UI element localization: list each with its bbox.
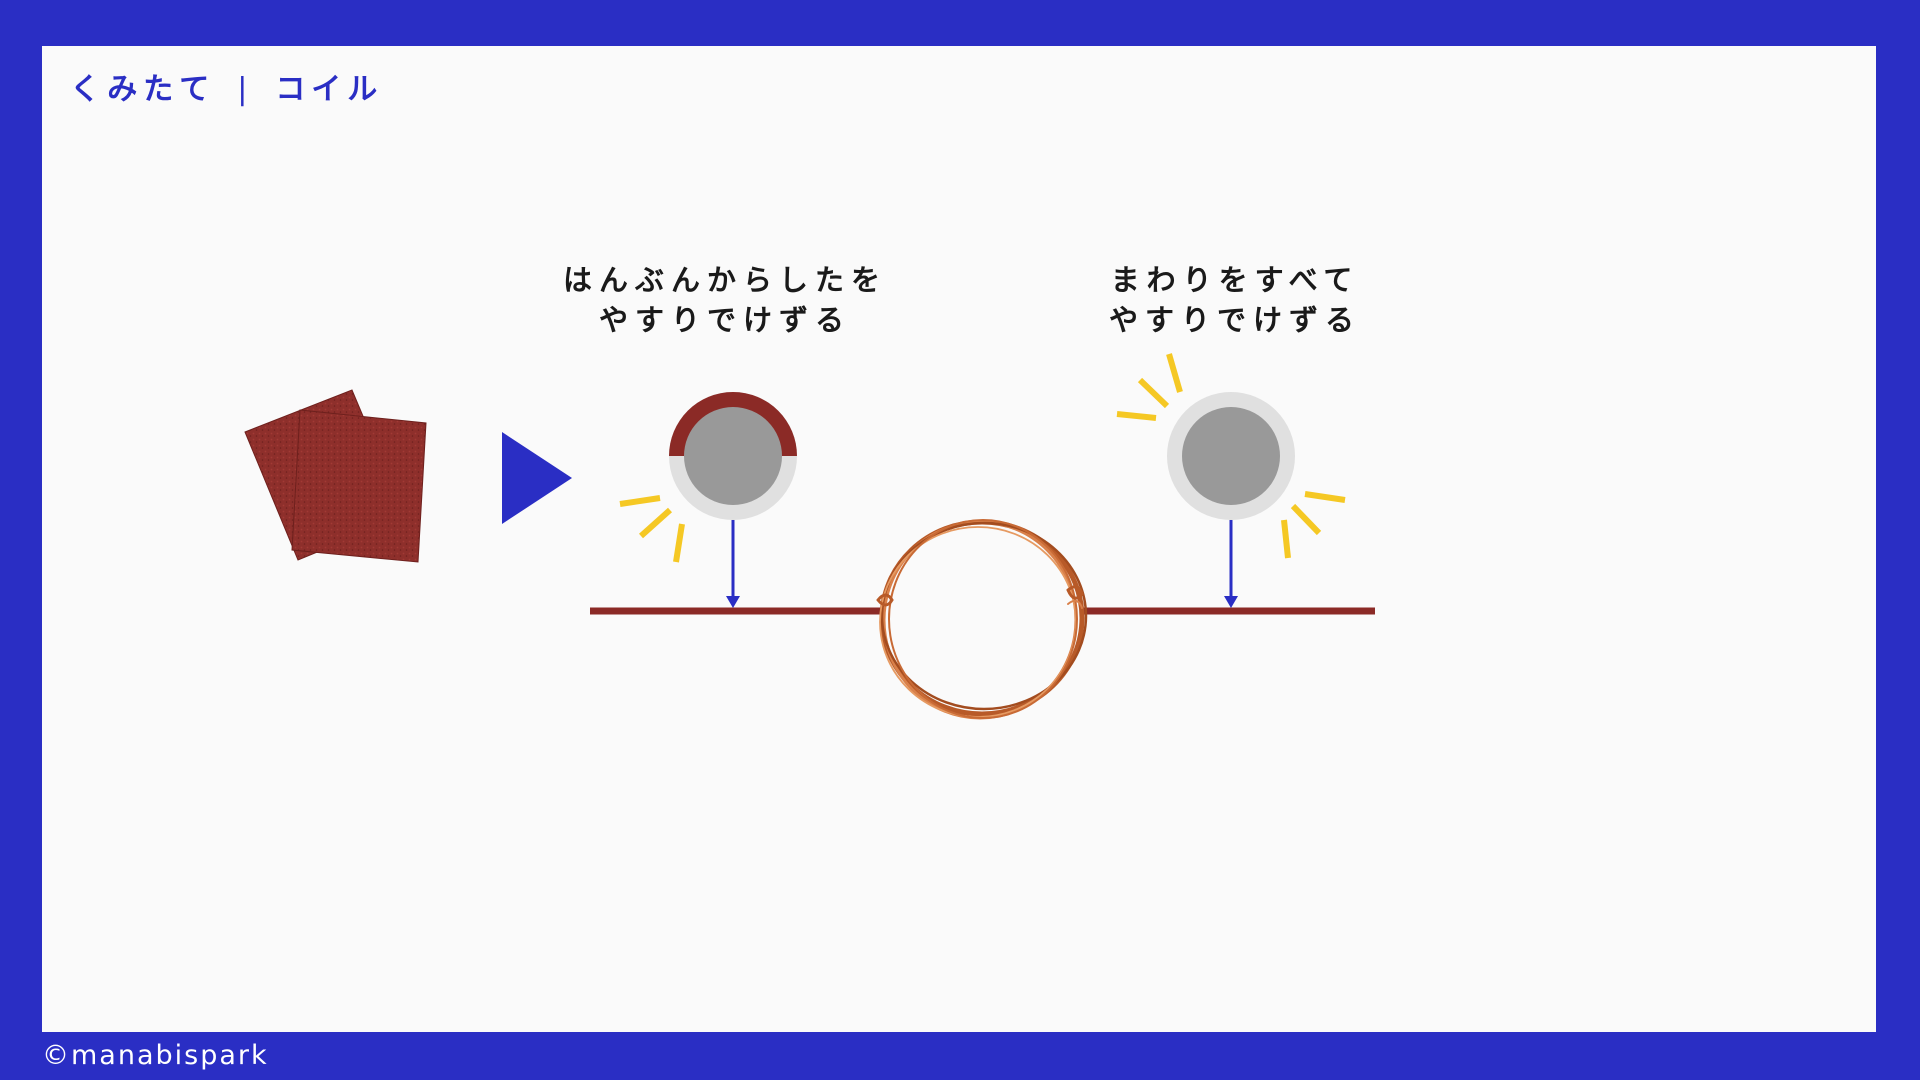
copyright-text: ©manabispark bbox=[42, 1040, 269, 1071]
sparkle-icon-right-bottom bbox=[1281, 491, 1346, 559]
title-section: くみたて bbox=[70, 72, 216, 107]
caption-half-sanding: はんぶんからしたを やすりでけずる bbox=[560, 260, 890, 340]
wire-cross-section-full-icon bbox=[1167, 392, 1295, 520]
caption-full-sanding: まわりをすべて やすりでけずる bbox=[1090, 260, 1380, 340]
wire-cross-section-half-icon bbox=[669, 392, 797, 520]
pointer-arrow-left bbox=[726, 520, 740, 608]
sparkle-icon-left bbox=[619, 495, 685, 563]
caption-full-line-1: まわりをすべて bbox=[1110, 263, 1360, 297]
caption-full-line-2: やすりでけずる bbox=[1108, 303, 1361, 337]
sandpaper-icon bbox=[244, 389, 427, 563]
caption-half-line-2: やすりでけずる bbox=[598, 303, 851, 337]
title-topic: コイル bbox=[275, 72, 384, 107]
copper-coil-icon bbox=[876, 519, 1088, 720]
caption-half-line-1: はんぶんからしたを bbox=[562, 263, 887, 297]
play-triangle-icon bbox=[502, 432, 572, 524]
sparkle-icon-right-top bbox=[1116, 353, 1183, 421]
title-separator: | bbox=[237, 72, 254, 107]
pointer-arrow-right bbox=[1224, 520, 1238, 608]
slide-title: くみたて | コイル bbox=[70, 64, 383, 108]
